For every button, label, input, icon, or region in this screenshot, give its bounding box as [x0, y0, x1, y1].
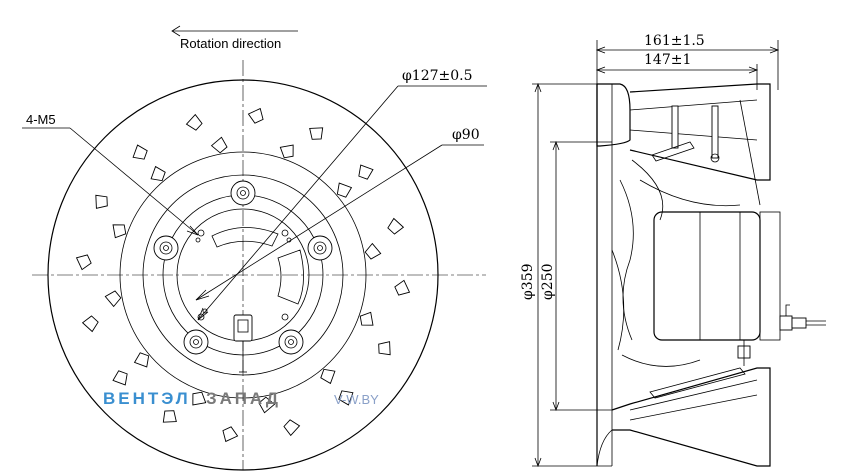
pcd-leader [197, 85, 487, 321]
blade-tip [394, 279, 411, 296]
blade-tip [320, 368, 336, 385]
rotor-boss-right [307, 235, 333, 261]
blade-tip [162, 410, 177, 423]
blade-tip [75, 254, 92, 271]
impeller-bottom-shroud [611, 367, 771, 467]
blade-tips [75, 107, 411, 443]
watermark: ВЕНТЭЛ ЗАПАД V-W.BY [103, 389, 379, 408]
rotation-arrow [171, 25, 298, 37]
motor-housing [653, 211, 761, 341]
motor-ring [142, 174, 344, 376]
blade-tip [150, 165, 166, 182]
blade-tip [112, 370, 128, 386]
inlet-ring [596, 83, 631, 147]
blade-tip [133, 352, 150, 368]
impeller-outer-ring [47, 79, 439, 471]
hub-leader [195, 144, 484, 301]
blade-tip [192, 391, 207, 406]
blade-tip [338, 390, 354, 406]
blade-tip [309, 127, 324, 140]
inlet-diameter-label: φ250 [540, 263, 556, 300]
blade-tip [104, 290, 122, 308]
blade-tip [283, 419, 301, 437]
blade-tip [364, 242, 382, 260]
side-view: 161±1.5 147±1 φ359 φ250 [520, 33, 826, 468]
blade-outline-3 [639, 179, 741, 207]
outer-diameter-label: φ359 [520, 263, 536, 300]
blade-tip [132, 144, 148, 160]
bolt-leader [22, 127, 199, 236]
rotor-boss-top [230, 180, 256, 206]
blade-tip [247, 107, 264, 124]
hub-callout-label: φ90 [452, 127, 480, 143]
total-length-label: 161±1.5 [644, 33, 705, 49]
blade-tip [222, 426, 239, 443]
blade-tip [387, 217, 405, 235]
impeller-top-shroud [629, 83, 771, 181]
hub-window-top [211, 227, 279, 248]
watermark-text-1: ВЕНТЭЛ [103, 389, 191, 408]
blade-tip [95, 194, 108, 209]
bolt-callout-label: 4-M5 [26, 112, 56, 127]
rotation-direction-label: Rotation direction [180, 36, 281, 51]
top-struts [651, 105, 720, 163]
cable-connector [779, 304, 826, 331]
watermark-site: V-W.BY [334, 392, 379, 407]
cable-gland [233, 314, 253, 373]
blade-tip [359, 311, 374, 326]
blade-outline-4 [611, 249, 625, 351]
blade-tip [210, 136, 228, 154]
blade-tip [185, 113, 203, 131]
rotor-boss-left [153, 235, 179, 261]
rotor-boss-bottom-left [183, 329, 209, 355]
blade-outline-1 [619, 179, 634, 341]
pcd-callout-label: φ127±0.5 [402, 68, 473, 84]
blade-tip [258, 396, 276, 414]
blade-tip [336, 182, 353, 198]
blade-tip [112, 224, 127, 239]
body-length-label: 147±1 [644, 52, 691, 68]
shroud-ring [119, 151, 367, 399]
blade-tip [378, 341, 391, 356]
blade-tip [279, 144, 294, 159]
rotor-boss-bottom-right [278, 329, 304, 355]
blade-tip [358, 164, 374, 180]
watermark-text-2: ЗАПАД [206, 389, 281, 408]
lower-strut [649, 367, 746, 399]
lower-bracket [737, 340, 751, 366]
blade-tip [81, 315, 99, 333]
front-view: Rotation direction 4-M5 φ127±0.5 φ90 [22, 25, 487, 471]
blade-outline-5 [621, 354, 701, 367]
hub-window-right [277, 249, 304, 305]
motor-endcap [759, 211, 781, 341]
